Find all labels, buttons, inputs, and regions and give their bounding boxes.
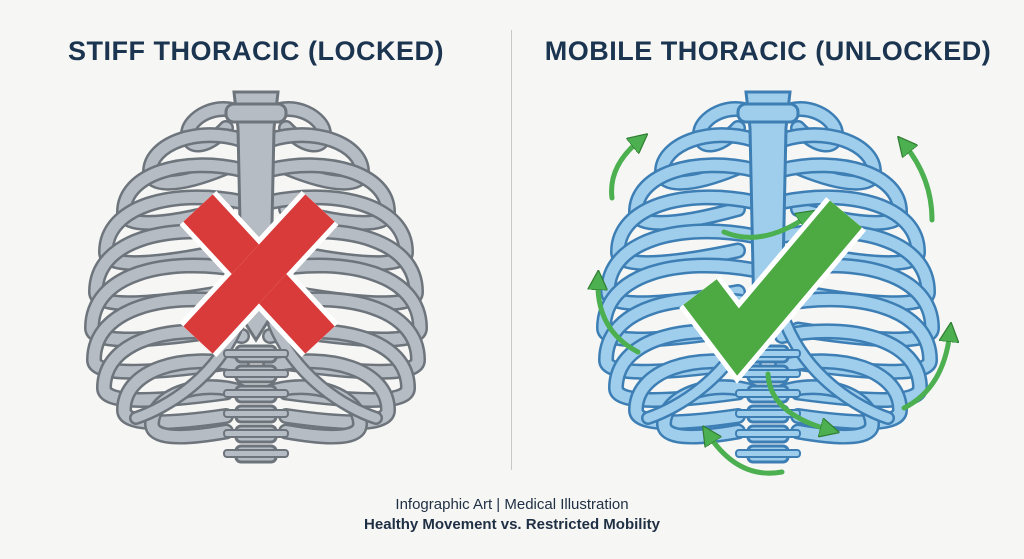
locked-rib-cage-illustration (83, 90, 429, 464)
stiff-thoracic-panel: STIFF THORACIC (LOCKED) (0, 0, 512, 480)
caption-line-1: Infographic Art | Medical Illustration (395, 496, 629, 513)
check-mark-icon (679, 197, 866, 384)
arrow-icon (708, 434, 785, 476)
arrow-icon (901, 332, 950, 411)
unlocked-rib-cage-illustration (512, 90, 1024, 476)
stiff-thoracic-title: STIFF THORACIC (LOCKED) (68, 36, 444, 66)
arrow-icon (609, 140, 640, 201)
panel-divider (511, 30, 512, 470)
movement-arrows (598, 140, 950, 476)
rib-cage-icon (83, 90, 429, 464)
arrow-icon (904, 144, 935, 223)
caption-line-2: Healthy Movement vs. Restricted Mobility (364, 516, 660, 533)
cross-mark-icon (179, 191, 339, 357)
mobile-thoracic-panel: MOBILE THORACIC (UNLOCKED) (512, 0, 1024, 480)
arrow-icon (598, 280, 641, 355)
mobile-thoracic-title: MOBILE THORACIC (UNLOCKED) (544, 36, 992, 66)
arrow-icon (721, 216, 808, 240)
arrow-icon (765, 371, 830, 430)
